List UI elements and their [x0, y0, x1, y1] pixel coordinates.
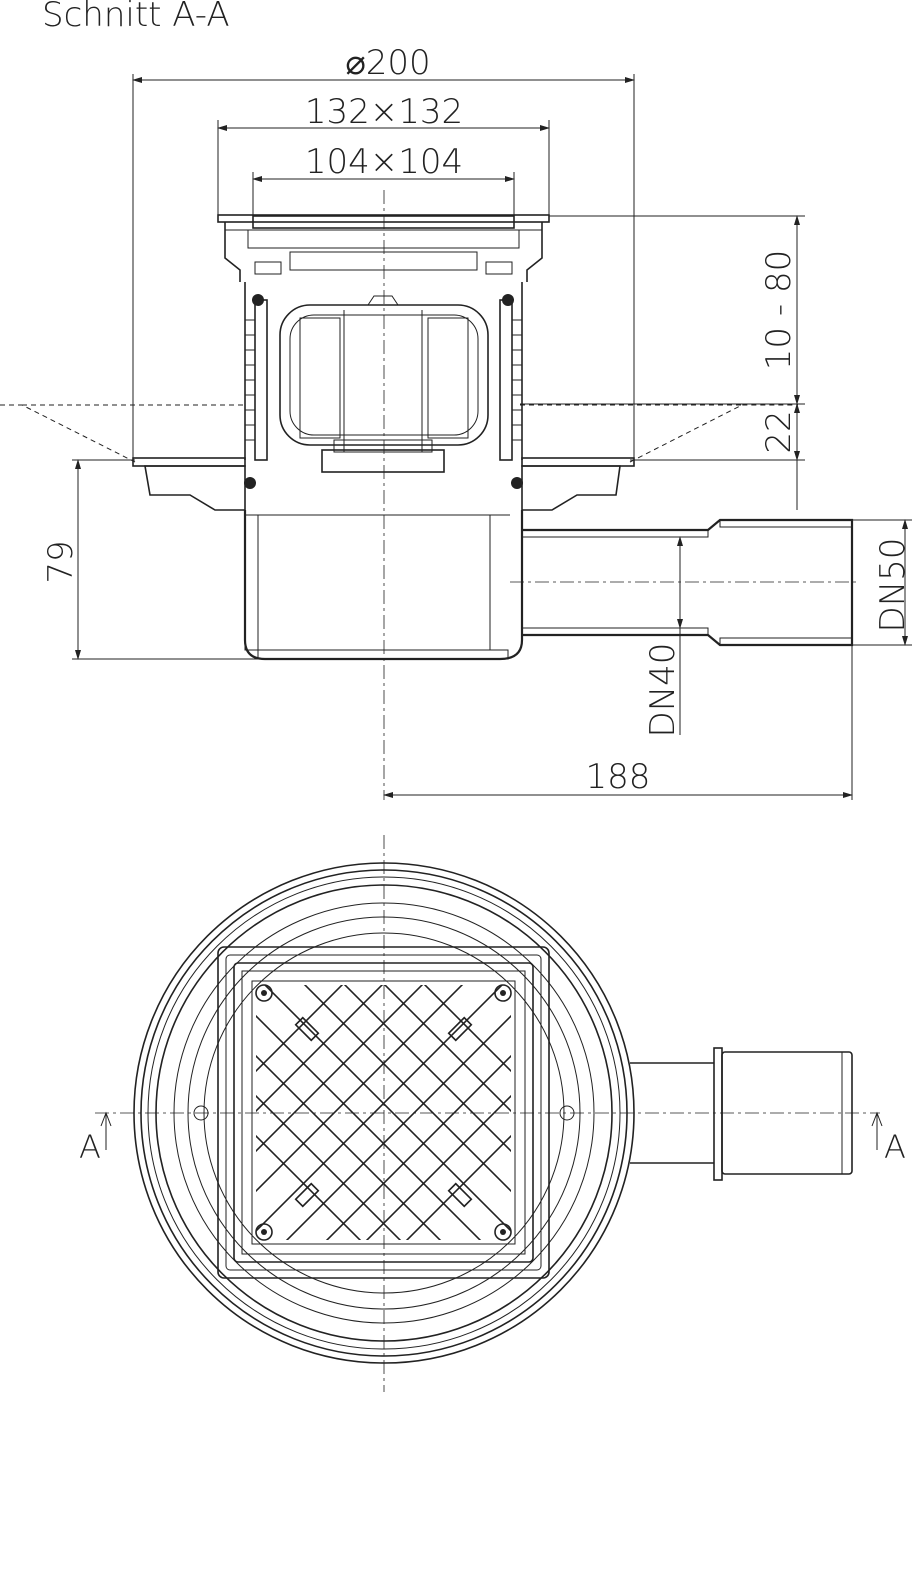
- dim-frame: 132×132: [217, 92, 550, 215]
- odour-trap: [279, 295, 489, 473]
- dim-diameter: ⌀200: [132, 43, 635, 465]
- body-height-label: 79: [41, 540, 81, 583]
- section-view: ⌀200 132×132 104×104 10 - 80 22: [0, 43, 913, 800]
- section-marker-right: A: [871, 1111, 906, 1166]
- outlet-pipe: DN50 DN40: [510, 518, 913, 738]
- frame-label: 132×132: [305, 92, 463, 132]
- diameter-label: ⌀200: [345, 43, 430, 83]
- offset-label: 22: [759, 410, 799, 453]
- plan-frame: [217, 946, 550, 1279]
- grate-label: 104×104: [305, 142, 463, 182]
- dn50-label: DN50: [873, 538, 913, 633]
- extension-body: [244, 282, 523, 489]
- dim-grate: 104×104: [252, 142, 515, 222]
- drain-body: [243, 510, 524, 661]
- plan-outlet: [630, 1047, 853, 1181]
- flange-rings: [133, 862, 635, 1364]
- plan-view: A A: [79, 835, 906, 1392]
- sealing-flange: [132, 457, 635, 511]
- floor-slope: [0, 404, 798, 463]
- dn40-label: DN40: [643, 643, 683, 738]
- grate-lattice: [256, 985, 511, 1240]
- length-label: 188: [586, 757, 651, 797]
- section-marker-left: A: [79, 1111, 112, 1166]
- corner-screws: [255, 984, 512, 1241]
- section-mark-right-label: A: [884, 1128, 906, 1166]
- section-mark-left-label: A: [79, 1128, 101, 1166]
- dim-height: 10 - 80 22: [520, 215, 805, 510]
- section-title: Schnitt A-A: [42, 0, 230, 35]
- dim-body-height: 79: [41, 459, 390, 660]
- height-adjust-label: 10 - 80: [759, 250, 799, 370]
- grate-frame: [217, 214, 550, 282]
- dim-length: 188: [383, 645, 853, 800]
